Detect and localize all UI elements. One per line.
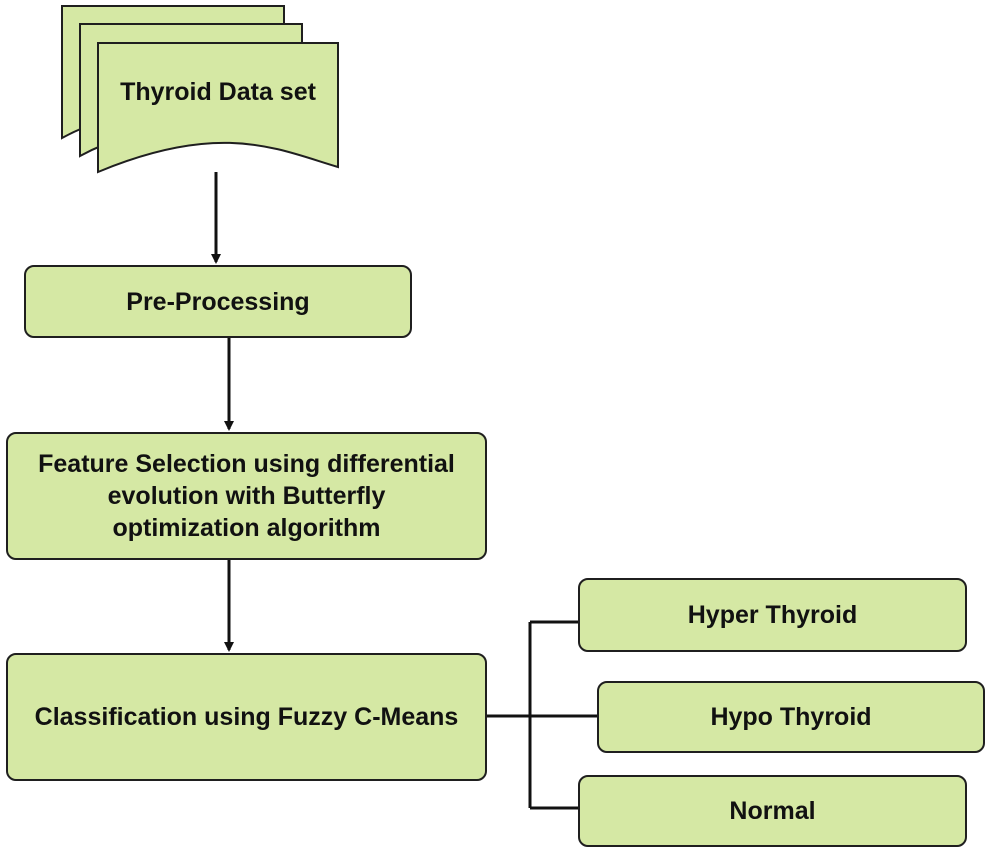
feature-selection-line-3: optimization algorithm (112, 514, 381, 542)
output-hypo-thyroid: Hypo Thyroid (597, 681, 985, 753)
document-front (97, 42, 339, 174)
output-hyper-thyroid: Hyper Thyroid (578, 578, 967, 652)
feature-selection-box: Feature Selection using differential evo… (6, 432, 487, 560)
feature-selection-line-1: Feature Selection using differential (38, 450, 455, 478)
output-normal-label: Normal (729, 797, 816, 825)
output-normal: Normal (578, 775, 967, 847)
classification-box: Classification using Fuzzy C-Means (6, 653, 487, 781)
dataset-document-stack (61, 5, 339, 174)
preprocessing-label: Pre-Processing (126, 287, 310, 316)
feature-selection-line-2: evolution with Butterfly (107, 482, 386, 510)
output-branch-connector (486, 620, 597, 810)
preprocessing-box: Pre-Processing (24, 265, 412, 338)
output-hypo-label: Hypo Thyroid (710, 703, 872, 731)
dataset-label: Thyroid Data set (120, 78, 316, 106)
output-hyper-label: Hyper Thyroid (687, 601, 858, 629)
classification-label: Classification using Fuzzy C-Means (34, 703, 459, 731)
